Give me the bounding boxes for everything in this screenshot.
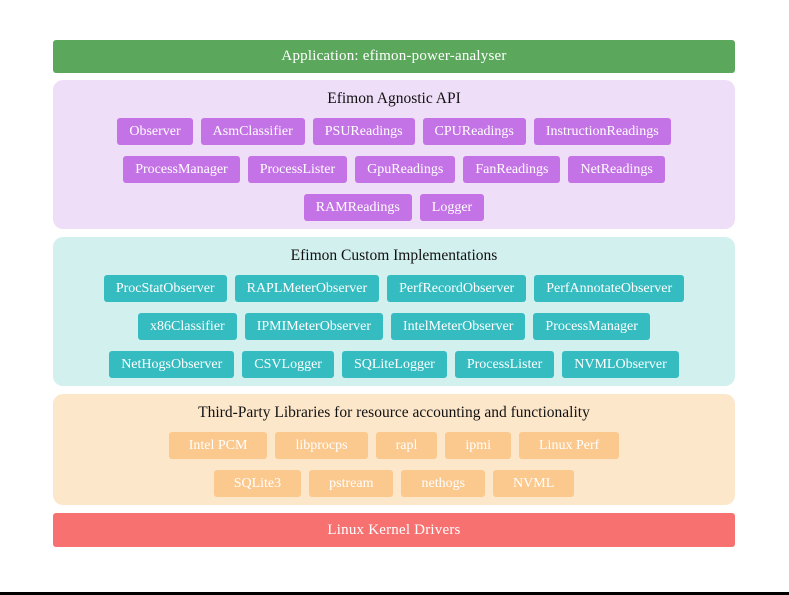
component-box: PerfAnnotateObserver bbox=[534, 275, 685, 302]
component-row: SQLite3 pstream nethogs NVML bbox=[63, 470, 725, 497]
component-box: NetHogsObserver bbox=[109, 351, 235, 378]
bottom-border-line bbox=[0, 592, 789, 595]
component-box: rapl bbox=[375, 432, 438, 459]
application-bar: Application: efimon-power-analyser bbox=[53, 40, 735, 73]
component-box: ProcessManager bbox=[123, 156, 240, 183]
component-box: Logger bbox=[419, 194, 485, 221]
component-box: GpuReadings bbox=[355, 156, 456, 183]
component-box: Intel PCM bbox=[168, 432, 268, 459]
component-row: ProcStatObserver RAPLMeterObserver PerfRec… bbox=[63, 275, 725, 302]
layer-title: Efimon Agnostic API bbox=[327, 90, 461, 107]
application-bar-label: Application: efimon-power-analyser bbox=[281, 48, 507, 64]
component-box: IntelMeterObserver bbox=[391, 313, 526, 340]
component-box: libprocps bbox=[275, 432, 368, 459]
component-box: NVMLObserver bbox=[562, 351, 679, 378]
stack-diagram: Application: efimon-power-analyser Efimo… bbox=[53, 40, 735, 547]
component-box: ProcStatObserver bbox=[103, 275, 227, 302]
component-box: CPUReadings bbox=[422, 118, 526, 145]
component-box: NetReadings bbox=[568, 156, 665, 183]
layer-title: Third-Party Libraries for resource accou… bbox=[198, 404, 590, 421]
component-box: RAMReadings bbox=[303, 194, 412, 221]
component-box: ProcessLister bbox=[247, 156, 348, 183]
layer-efimon-custom-implementations: Efimon Custom Implementations ProcStatOb… bbox=[53, 237, 735, 386]
component-box: IPMIMeterObserver bbox=[244, 313, 383, 340]
component-box: FanReadings bbox=[463, 156, 561, 183]
component-box: AsmClassifier bbox=[200, 118, 305, 145]
component-box: ipmi bbox=[445, 432, 511, 459]
component-box: ProcessLister bbox=[454, 351, 555, 378]
component-row: RAMReadings Logger bbox=[63, 194, 725, 221]
component-box: SQLite3 bbox=[213, 470, 302, 497]
component-box: RAPLMeterObserver bbox=[234, 275, 380, 302]
layer-third-party-libraries: Third-Party Libraries for resource accou… bbox=[53, 394, 735, 505]
layer-efimon-agnostic-api: Efimon Agnostic API Observer AsmClassifie… bbox=[53, 80, 735, 229]
layer-rows: ProcStatObserver RAPLMeterObserver PerfRec… bbox=[63, 275, 725, 378]
component-box: x86Classifier bbox=[138, 313, 237, 340]
component-box: CSVLogger bbox=[242, 351, 334, 378]
component-box: PerfRecordObserver bbox=[387, 275, 527, 302]
kernel-drivers-bar-label: Linux Kernel Drivers bbox=[327, 521, 461, 538]
component-box: pstream bbox=[309, 470, 394, 497]
component-box: NVML bbox=[493, 470, 575, 497]
component-row: Intel PCM libprocps rapl ipmi Linux Perf bbox=[63, 432, 725, 459]
layer-rows: Observer AsmClassifier PSUReadings CPUReadi… bbox=[63, 118, 725, 221]
component-box: Observer bbox=[117, 118, 193, 145]
component-box: PSUReadings bbox=[312, 118, 415, 145]
component-box: Linux Perf bbox=[519, 432, 620, 459]
component-row: x86Classifier IPMIMeterObserver IntelMeter… bbox=[63, 313, 725, 340]
component-row: Observer AsmClassifier PSUReadings CPUReadi… bbox=[63, 118, 725, 145]
component-row: NetHogsObserver CSVLogger SQLiteLogger Proc… bbox=[63, 351, 725, 378]
component-box: nethogs bbox=[401, 470, 486, 497]
layer-title: Efimon Custom Implementations bbox=[290, 247, 498, 264]
kernel-drivers-bar: Linux Kernel Drivers bbox=[53, 513, 735, 547]
component-box: SQLiteLogger bbox=[341, 351, 447, 378]
component-box: ProcessManager bbox=[533, 313, 650, 340]
component-box: InstructionReadings bbox=[533, 118, 671, 145]
component-row: ProcessManager ProcessLister GpuReadings Fa… bbox=[63, 156, 725, 183]
